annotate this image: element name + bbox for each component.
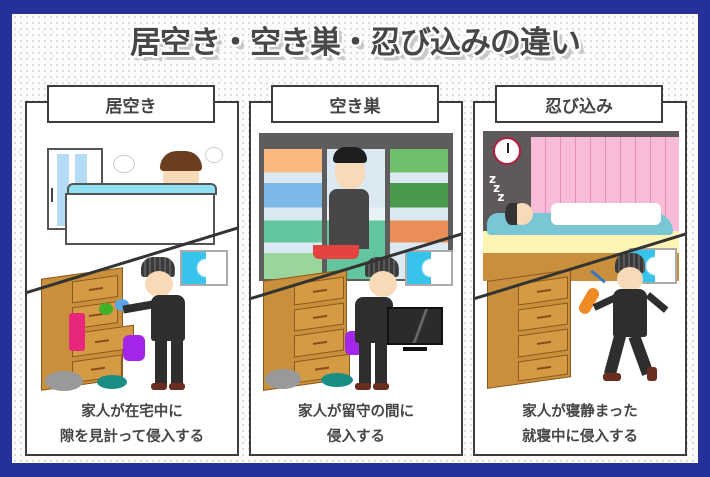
panel-caption: 家人が寝静まった 就寝中に侵入する bbox=[522, 404, 638, 445]
panel-label-shinobikomi: 忍び込み bbox=[495, 85, 663, 123]
panel-caption: 家人が留守の間に 侵入する bbox=[298, 404, 414, 445]
bathroom-scene bbox=[27, 103, 237, 454]
burglar-dresser-scene bbox=[27, 103, 237, 454]
shopping-basket-icon bbox=[313, 245, 359, 259]
sleep-zzz-icon: z z z bbox=[489, 172, 505, 204]
window-icon bbox=[405, 250, 453, 286]
window-icon bbox=[180, 250, 228, 286]
panel-caption: 家人が在宅中に 隙を見計って侵入する bbox=[59, 404, 205, 445]
panel-akisu: 家人が留守の間に 侵入する bbox=[249, 101, 463, 456]
clothes-icon bbox=[99, 303, 113, 315]
panel-shinobikomi: z z z 家人が寝静まった 就寝中に侵入する bbox=[473, 101, 687, 456]
clothes-pile-icon bbox=[45, 371, 83, 391]
steam-icon bbox=[113, 155, 135, 173]
bathtub-icon bbox=[65, 193, 215, 245]
burglar-icon bbox=[141, 257, 175, 277]
clothes-icon bbox=[123, 335, 145, 361]
panel-label-iaki: 居空き bbox=[47, 85, 215, 123]
pillow-icon bbox=[551, 203, 661, 225]
panel-label-akisu: 空き巣 bbox=[271, 85, 439, 123]
tv-icon bbox=[387, 307, 443, 345]
clothes-pile-icon bbox=[265, 369, 301, 389]
page-title: 居空き・空き巣・忍び込みの違い bbox=[130, 25, 581, 61]
panel-iaki: 家人が在宅中に 隙を見計って侵入する bbox=[25, 101, 239, 456]
burglar-sneaking-scene bbox=[475, 103, 685, 454]
clothes-pile-icon bbox=[321, 373, 353, 387]
steam-icon bbox=[205, 147, 223, 163]
clothes-icon bbox=[69, 313, 85, 351]
clothes-pile-icon bbox=[97, 375, 127, 389]
clock-icon bbox=[493, 137, 521, 165]
dresser-icon bbox=[487, 269, 571, 389]
